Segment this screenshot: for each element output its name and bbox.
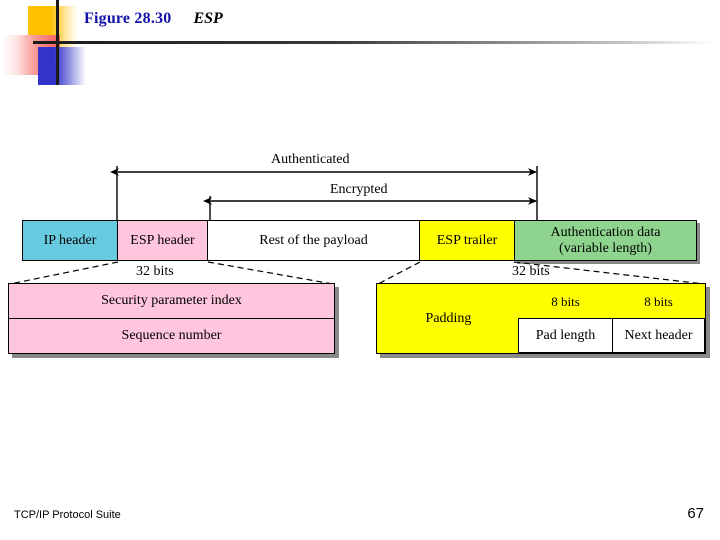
authentication-data-line2: (variable length) xyxy=(559,240,652,256)
packet-segment-esp-header: ESP header xyxy=(117,220,208,261)
packet-structure-bar: IP header ESP header Rest of the payload… xyxy=(22,220,697,261)
esp-header-field-security-parameter-index: Security parameter index xyxy=(9,284,334,319)
width-caption-right: 32 bits xyxy=(512,264,550,279)
authenticated-span-label: Authenticated xyxy=(271,152,350,167)
encrypted-span-label: Encrypted xyxy=(330,182,388,197)
width-caption-left: 32 bits xyxy=(136,264,174,279)
decoration-horizontal-rule xyxy=(33,41,713,44)
slide-title: Figure 28.30 ESP xyxy=(84,10,223,28)
decoration-blue-accent xyxy=(38,68,58,85)
esp-trailer-field-padding: Padding xyxy=(425,310,472,326)
esp-header-detail-box: Security parameter index Sequence number xyxy=(8,283,335,354)
packet-segment-authentication-data: Authentication data (variable length) xyxy=(514,220,697,261)
footer-page-number: 67 xyxy=(687,505,704,522)
slide-decoration xyxy=(0,0,713,100)
footer-book-title: TCP/IP Protocol Suite xyxy=(14,509,121,521)
esp-trailer-detail-box: Padding 8 bits 8 bits Pad length Next he… xyxy=(376,283,706,354)
packet-segment-rest-of-payload: Rest of the payload xyxy=(207,220,420,261)
packet-segment-ip-header: IP header xyxy=(22,220,118,261)
figure-number: Figure 28.30 xyxy=(84,10,172,27)
esp-trailer-field-next-header: Next header xyxy=(612,318,705,353)
esp-header-field-sequence-number: Sequence number xyxy=(121,327,222,343)
authentication-data-line1: Authentication data xyxy=(550,225,661,241)
figure-subject: ESP xyxy=(193,10,223,27)
pad-length-bits-caption: 8 bits xyxy=(551,294,580,309)
packet-segment-esp-trailer: ESP trailer xyxy=(419,220,515,261)
next-header-bits-caption: 8 bits xyxy=(644,294,673,309)
esp-trailer-field-pad-length: Pad length xyxy=(518,318,613,353)
